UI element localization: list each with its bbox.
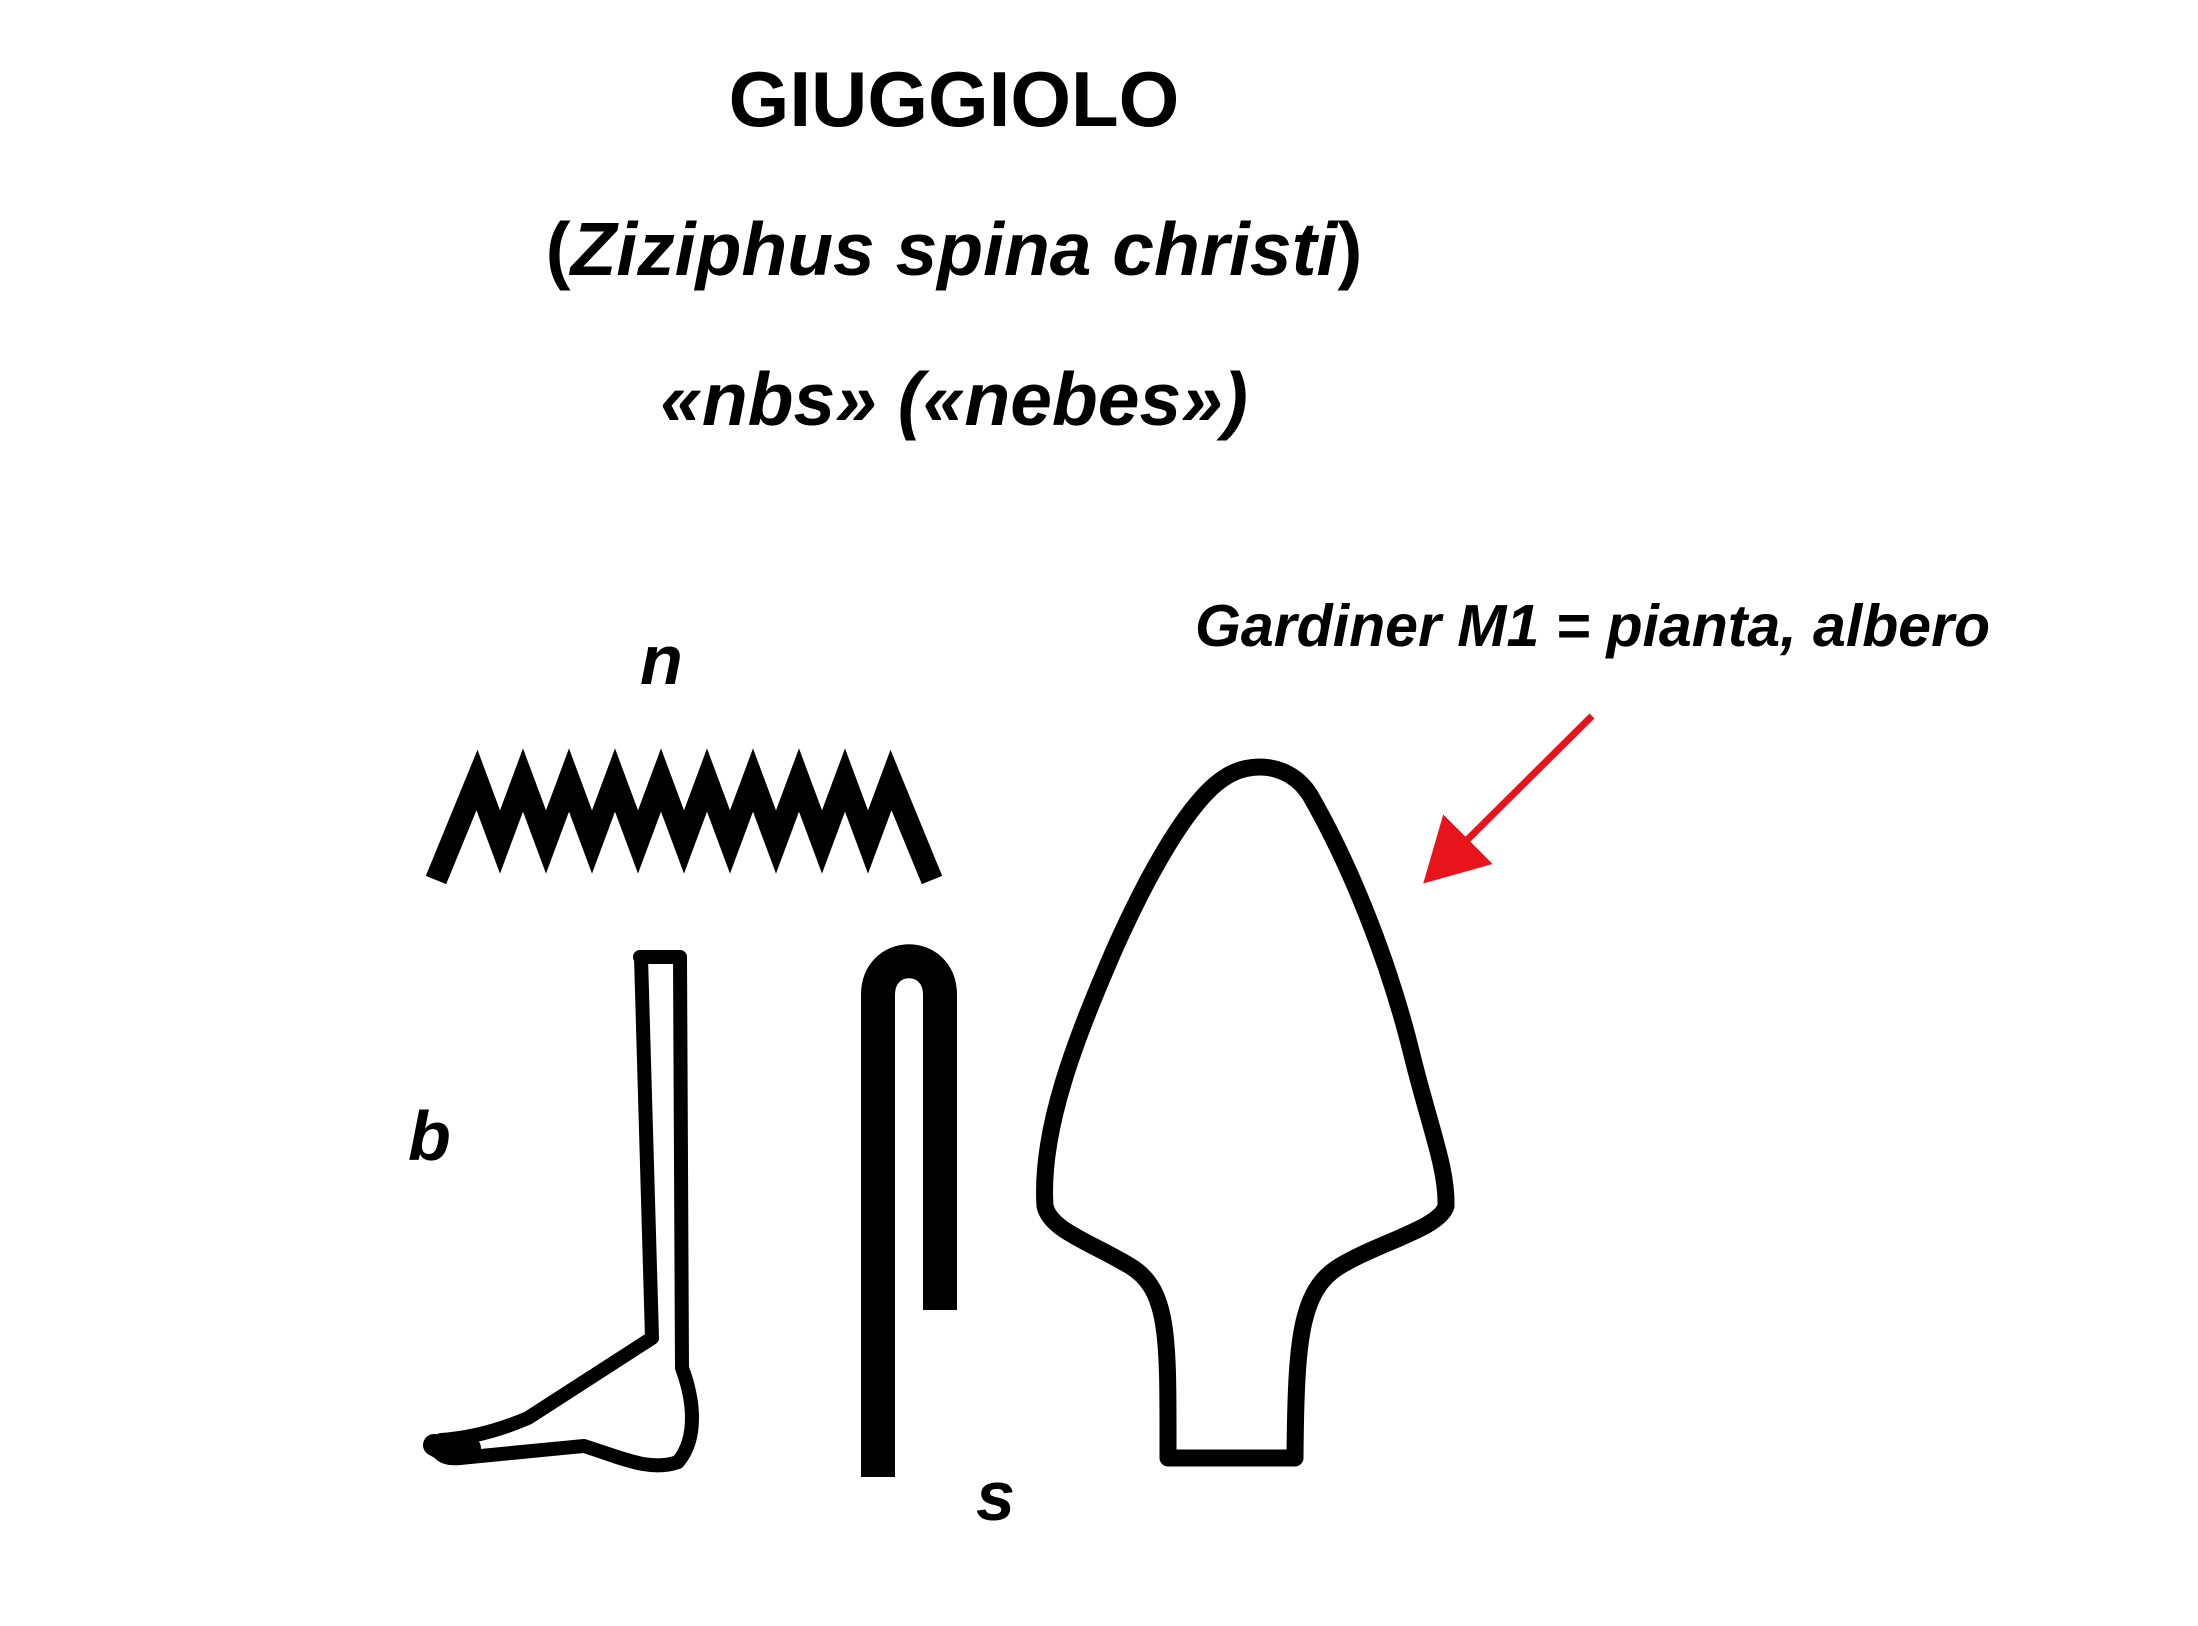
scientific-name: Ziziphus spina christi [570,207,1338,291]
tree-m1-hieroglyph-icon [1036,758,1455,1467]
scientific-name-line: (Ziziphus spina christi) [0,206,1908,292]
scientific-open-paren: ( [545,207,571,291]
folded-cloth-hieroglyph-icon [861,944,957,1477]
water-ripple-hieroglyph-icon [425,748,943,885]
phonetic-label-n: n [640,621,683,699]
determinative-annotation: Gardiner M1 = pianta, albero [1195,593,1991,659]
foot-toe-detail [423,1434,481,1463]
scientific-close-paren: ) [1337,207,1363,291]
foot-leg-hieroglyph-icon [430,950,699,1473]
phonetic-label-b: b [408,1097,451,1175]
phonetic-label-s: s [976,1457,1015,1535]
transliteration: «nbs» («nebes») [660,357,1248,441]
pointer-arrow [1423,713,1595,884]
page-title: GIUGGIOLO [728,55,1180,143]
